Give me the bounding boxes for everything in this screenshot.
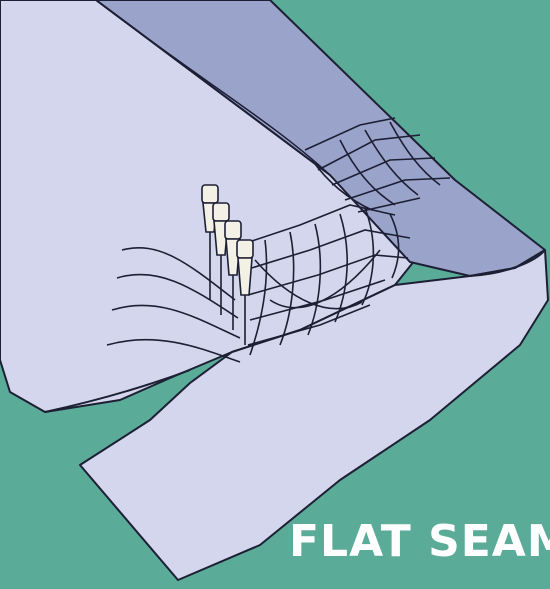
diagram-label: FLAT SEAM — [289, 520, 550, 564]
